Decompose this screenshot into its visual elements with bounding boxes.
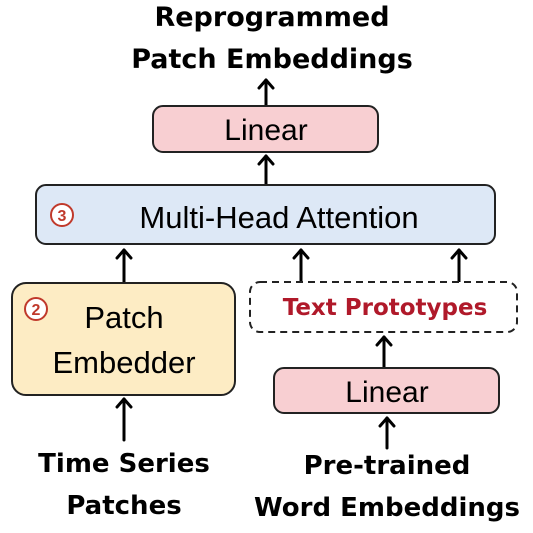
text-prototypes-label: Text Prototypes: [283, 295, 488, 321]
input-left-line2: Patches: [66, 491, 181, 521]
linear-bottom-label: Linear: [345, 376, 428, 409]
arrow-prototypes-to-attention-right: [450, 248, 468, 284]
arrow-linear-to-output: [257, 78, 275, 108]
input-right-line1: Pre-trained: [304, 451, 471, 481]
linear-bottom-box: Linear: [273, 367, 500, 414]
embedder-number: 2: [32, 302, 41, 319]
arrow-attention-to-linear: [257, 154, 275, 186]
input-left-line1: Time Series: [38, 449, 210, 479]
attention-number-circle: [50, 203, 74, 227]
arrow-timeseries-to-embedder: [115, 397, 133, 442]
input-right-line2: Word Embeddings: [254, 493, 520, 523]
output-label-line1: Reprogrammed: [154, 2, 389, 33]
embedder-label-line1: Patch: [84, 300, 163, 335]
embedder-label-line2: Embedder: [52, 345, 195, 380]
arrow-linear-to-prototypes: [375, 335, 393, 370]
linear-top-box: Linear: [152, 105, 379, 153]
text-prototypes-box: Text Prototypes: [249, 281, 518, 333]
attention-box: 3 Multi-Head Attention: [35, 184, 496, 245]
attention-label: Multi-Head Attention: [139, 200, 418, 235]
arrow-prototypes-to-attention-left: [292, 248, 310, 284]
arrow-wordembeddings-to-linear: [378, 416, 396, 450]
patch-embedder-box: 2 Patch Embedder: [11, 282, 236, 396]
output-label-line2: Patch Embeddings: [131, 44, 413, 75]
arrow-embedder-to-attention: [115, 248, 133, 284]
embedder-number-circle: [24, 297, 48, 321]
linear-top-label: Linear: [224, 114, 307, 147]
attention-number: 3: [58, 208, 67, 225]
